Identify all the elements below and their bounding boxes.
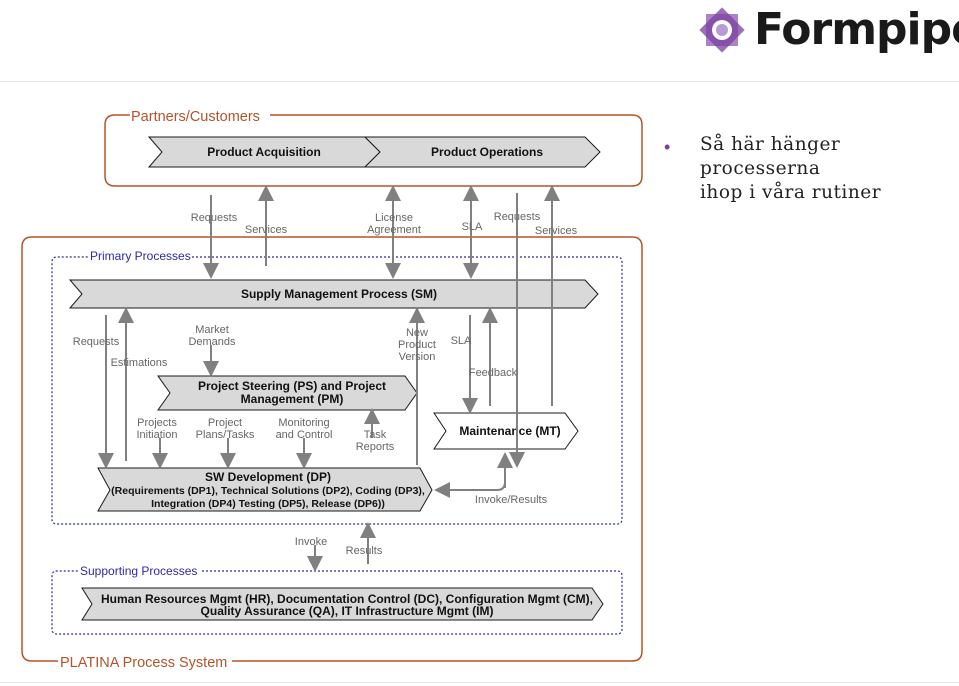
label-task-1: Task: [364, 429, 387, 441]
bullet-text: Så här hänger processerna ihop i våra ru…: [700, 133, 950, 205]
label-new-3: Version: [399, 351, 436, 363]
label-services-top: Services: [245, 224, 288, 236]
maintenance-label: Maintenance (MT): [459, 424, 560, 438]
label-projects-2: Initiation: [137, 429, 178, 441]
label-plans-2: Plans/Tasks: [196, 429, 255, 441]
partners-group-border: [104, 114, 643, 187]
formpipe-logo: Formpipe.: [694, 2, 959, 58]
bullet-line-2: ihop i våra rutiner: [700, 182, 882, 203]
logo-flower-icon: [699, 7, 745, 53]
label-requests-top: Requests: [191, 212, 238, 224]
label-license-2: Agreement: [367, 224, 421, 236]
sw-development-label-3: Integration (DP4) Testing (DP5), Release…: [151, 498, 385, 510]
label-monitor-2: and Control: [276, 429, 333, 441]
bullet-marker-icon: •: [664, 137, 671, 157]
bullet-line-1: Så här hänger processerna: [700, 134, 841, 179]
supply-management-box: [68, 279, 599, 309]
label-services-top2: Services: [535, 225, 578, 237]
project-steering-label-1: Project Steering (PS) and Project: [198, 379, 386, 393]
label-feedback: Feedback: [469, 367, 518, 379]
supporting-processes-label-1: Human Resources Mgmt (HR), Documentation…: [101, 592, 593, 606]
label-monitor-1: Monitoring: [278, 417, 329, 429]
label-requests-left: Requests: [73, 336, 120, 348]
label-invoke: Invoke: [295, 536, 327, 548]
header-divider: [0, 81, 959, 82]
supporting-processes-box: [81, 587, 604, 621]
sw-development-box: [97, 467, 433, 512]
label-sla-mid: SLA: [451, 335, 472, 347]
platina-group-border: [21, 236, 643, 662]
footer-divider: [0, 682, 959, 683]
label-sla-top: SLA: [462, 221, 483, 233]
label-plans-1: Project: [208, 417, 242, 429]
partners-group-label: Partners/Customers: [131, 109, 260, 125]
arrow-invoke-results-left: [434, 462, 506, 498]
product-operations-box: [363, 136, 601, 168]
label-results: Results: [346, 545, 383, 557]
platina-group-label: PLATINA Process System: [60, 655, 227, 671]
label-market-2: Demands: [188, 336, 236, 348]
maintenance-box: [433, 412, 579, 450]
project-steering-label-2: Management (PM): [241, 392, 344, 406]
supporting-processes-label-2: Quality Assurance (QA), IT Infrastructur…: [201, 604, 494, 618]
supply-management-label: Supply Management Process (SM): [241, 287, 437, 301]
label-invoke-results: Invoke/Results: [475, 494, 548, 506]
label-license-1: License: [375, 212, 413, 224]
supporting-group-label: Supporting Processes: [80, 564, 197, 578]
sw-development-label-2: (Requirements (DP1), Technical Solutions…: [111, 485, 425, 497]
label-task-2: Reports: [356, 441, 395, 453]
product-acquisition-label: Product Acquisition: [207, 145, 321, 159]
label-market-1: Market: [195, 324, 229, 336]
project-steering-box: [157, 375, 418, 411]
label-new-2: Product: [398, 339, 436, 351]
primary-group-label: Primary Processes: [90, 249, 191, 263]
product-operations-label: Product Operations: [431, 145, 543, 159]
label-projects-1: Projects: [137, 417, 177, 429]
label-estimations: Estimations: [111, 357, 168, 369]
supporting-group-border: [51, 570, 623, 635]
logo-wordmark: Formpipe.: [754, 4, 959, 55]
label-new-1: New: [406, 327, 428, 339]
primary-group-border: [51, 256, 623, 525]
sw-development-label-1: SW Development (DP): [205, 470, 331, 484]
